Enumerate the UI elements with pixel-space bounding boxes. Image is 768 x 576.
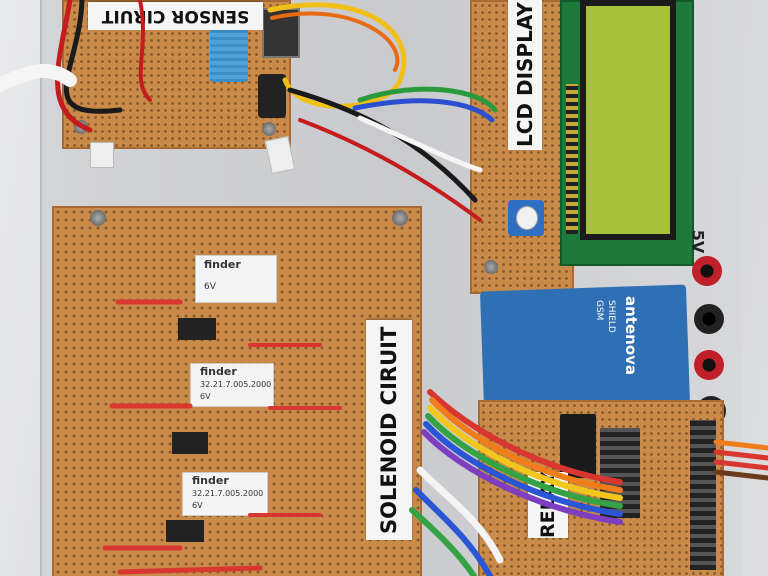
screw xyxy=(262,122,276,136)
relay-module xyxy=(190,363,274,407)
wire-yellow xyxy=(267,2,407,109)
socket-black xyxy=(694,304,724,334)
relay-rating: 6V xyxy=(200,392,211,401)
wire-orange xyxy=(270,11,400,72)
relay-module xyxy=(182,472,268,516)
humidity-sensor xyxy=(210,28,248,82)
transistor xyxy=(178,318,216,340)
wire-orange xyxy=(713,439,768,451)
screw xyxy=(392,210,408,226)
lcd-screen xyxy=(580,0,676,240)
transistor xyxy=(172,432,208,454)
relay-rating: 6V xyxy=(192,501,203,510)
relay-brand: finder xyxy=(192,474,229,487)
socket-red xyxy=(694,350,724,380)
relay-brand: finder xyxy=(204,258,241,271)
relay-model: 32.21.7.005.2000 xyxy=(200,380,272,389)
relay-module xyxy=(195,255,277,303)
ribbon-orange xyxy=(429,397,623,493)
header-pins xyxy=(690,420,716,570)
wire-red xyxy=(117,565,263,575)
potentiometer-knob xyxy=(516,206,538,230)
relay-brand: finder xyxy=(200,365,237,378)
ribbon-purple xyxy=(421,429,623,525)
ribbon-blue xyxy=(413,487,493,576)
screw xyxy=(484,260,498,274)
ribbon-white xyxy=(416,466,504,564)
transistor xyxy=(166,520,204,542)
socket-red xyxy=(692,256,722,286)
ribbon-yellow xyxy=(427,405,623,501)
ribbon-blue xyxy=(423,421,623,517)
wire-red xyxy=(138,0,152,102)
ribbon-red xyxy=(427,389,623,485)
wire-red xyxy=(713,449,768,461)
wire-white xyxy=(0,63,77,92)
wire-black xyxy=(64,0,123,114)
wire-red xyxy=(713,459,768,471)
lcd-header-pins xyxy=(566,84,578,234)
wire-white xyxy=(357,115,483,173)
ribbon-green xyxy=(425,413,623,509)
standoff xyxy=(90,142,114,168)
wire-brown xyxy=(713,469,768,481)
ir-receiver xyxy=(258,74,286,118)
screw xyxy=(90,210,106,226)
ribbon-green xyxy=(409,507,477,576)
wire-green xyxy=(357,86,498,113)
wire-red xyxy=(298,118,482,222)
wire-blue xyxy=(352,98,495,123)
relay-rating: 6V xyxy=(204,282,216,292)
relay-model: 32.21.7.005.2000 xyxy=(192,489,264,498)
